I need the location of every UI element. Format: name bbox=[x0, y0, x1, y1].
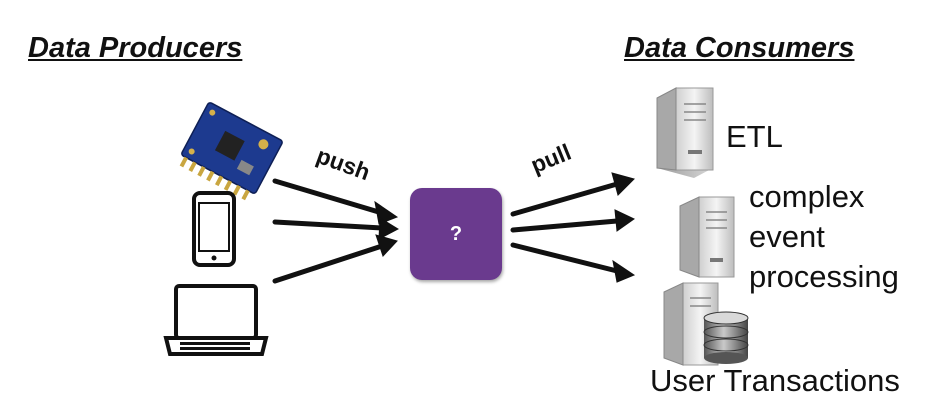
broker-box: ? bbox=[410, 188, 502, 280]
pull-arrows bbox=[510, 172, 636, 283]
pull-arrow-1 bbox=[510, 172, 635, 217]
consumer-user-transactions-label: User Transactions bbox=[650, 363, 900, 398]
pull-arrow-3 bbox=[510, 242, 636, 283]
broker-label: ? bbox=[449, 222, 463, 245]
push-arrow-2 bbox=[272, 217, 400, 240]
server-tower-icon bbox=[656, 87, 714, 178]
producers-heading: Data Producers bbox=[28, 32, 243, 64]
consumers-heading: Data Consumers bbox=[624, 32, 855, 64]
push-arrows bbox=[272, 178, 400, 284]
push-arrow-1 bbox=[272, 178, 399, 225]
consumer-cep-line1: complex bbox=[749, 179, 865, 214]
push-arrow-3 bbox=[272, 234, 398, 284]
laptop-icon bbox=[163, 284, 269, 356]
consumer-cep-line2: event bbox=[749, 219, 825, 254]
database-icon bbox=[703, 311, 749, 364]
sensor-board-icon bbox=[179, 102, 283, 201]
pull-arrow-2 bbox=[510, 209, 635, 233]
smartphone-icon bbox=[192, 191, 236, 267]
consumer-cep-line3: processing bbox=[749, 259, 899, 294]
server-database-icon bbox=[663, 282, 749, 366]
server-tower-icon bbox=[679, 196, 735, 278]
consumer-etl-label: ETL bbox=[726, 119, 783, 154]
